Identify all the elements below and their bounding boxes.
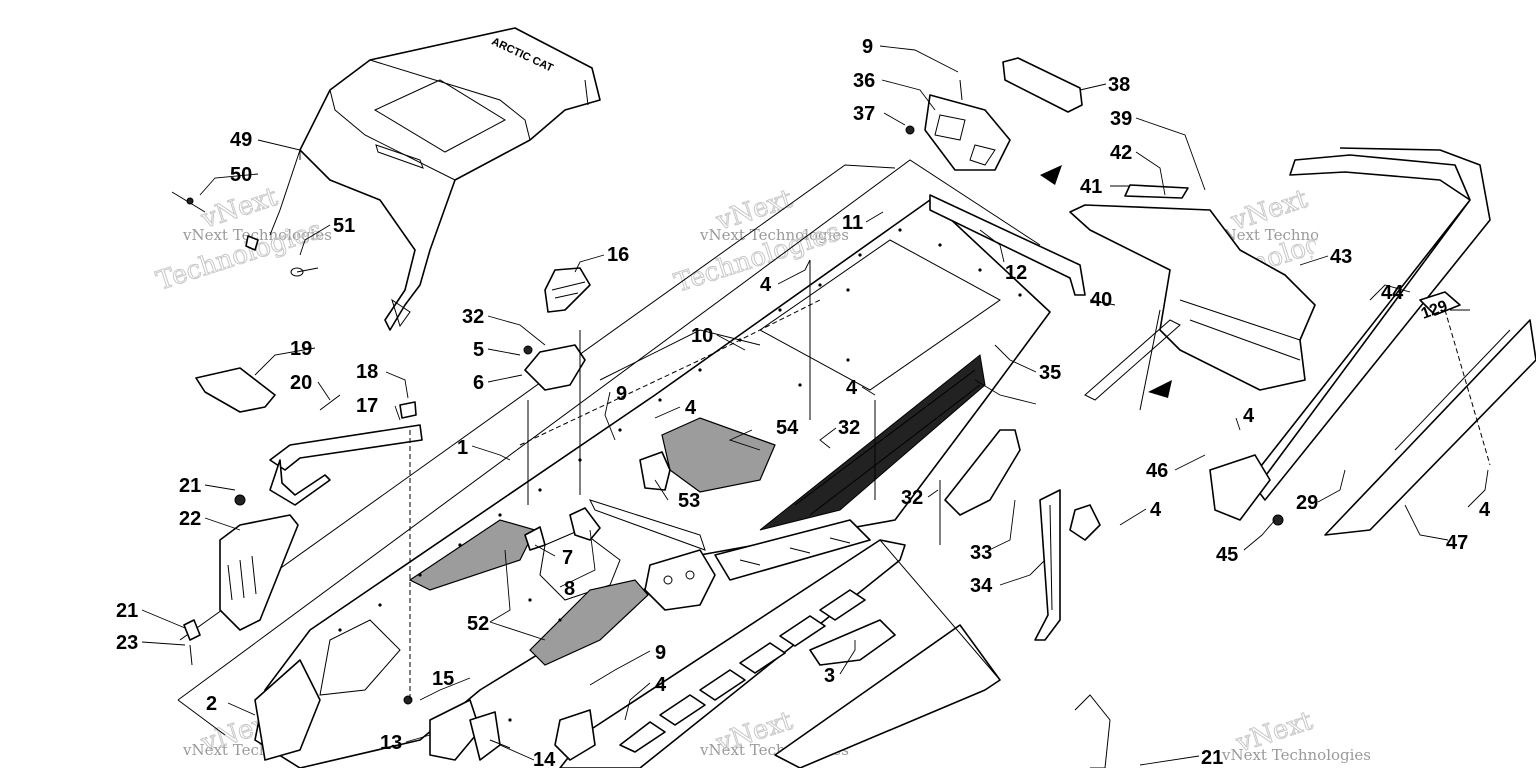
callout-17: 17 [356,395,378,417]
callout-39: 39 [1110,108,1132,130]
callout-9: 9 [616,383,627,405]
callout-38: 38 [1108,74,1130,96]
callout-6: 6 [473,372,484,394]
callout-43: 44 [1381,282,1404,304]
callout-4: 4 [685,397,697,419]
callout-labels: 49 50 51 16 19 20 18 17 21 22 21 23 32 5… [116,36,1491,768]
callout-52: 54 [776,417,799,439]
callout-50: 52 [467,613,489,635]
callout-4: 4 [655,674,667,696]
callout-44: 45 [1216,544,1238,566]
callout-22: 22 [179,508,201,530]
callout-9: 9 [655,642,666,664]
callout-41: 42 [1110,142,1132,164]
watermark-brand: vNext Technologies [182,226,332,244]
callout-32: 32 [901,487,923,509]
callout-33: 33 [970,542,992,564]
callout-18: 18 [356,361,378,383]
callout-21: 21 [179,475,201,497]
left-bracket-parts [183,367,423,666]
lower-left-brackets [254,659,596,761]
callout-1: 1 [457,437,468,459]
callout-20: 20 [290,372,312,394]
callout-23: 23 [116,632,138,654]
watermark-brand: vNext Technologies [1221,746,1371,764]
callout-4: 4 [760,274,772,296]
callout-46: 47 [1446,532,1468,554]
callout-5: 5 [473,339,484,361]
callout-34: 34 [970,575,993,597]
callout-48: 50 [230,164,252,186]
callout-7: 7 [562,547,573,569]
callout-2: 2 [206,693,217,715]
callout-15: 15 [432,668,454,690]
callout-4: 4 [1150,499,1162,521]
callout-42: 43 [1330,246,1352,268]
callout-13: 13 [380,732,402,754]
callout-4: 4 [846,377,858,399]
callout-3: 3 [824,665,835,687]
callout-4: 4 [1243,405,1255,427]
tail-light-parts [905,57,1083,171]
watermark-brand: vNext Technologies [699,226,849,244]
callout-47: 49 [230,129,252,151]
callout-11: 11 [842,212,863,234]
callout-36: 36 [853,70,875,92]
callout-32: 32 [838,417,860,439]
callout-21: 21 [1201,747,1223,768]
callout-29: 29 [1296,492,1318,514]
seat-part: ARCTIC CAT [269,27,601,331]
rear-grab-bar: 129 [1249,147,1491,501]
callout-14: 14 [533,749,556,768]
center-small-parts [523,267,671,551]
seat-hardware [171,191,319,277]
callout-39: 40 [1090,289,1112,311]
callout-8: 8 [564,578,575,600]
right-rails [1074,319,1536,768]
callout-10: 10 [691,325,713,347]
callout-40: 41 [1080,176,1102,198]
callout-35: 35 [1039,362,1061,384]
callout-32: 32 [462,306,484,328]
leader-lines [141,45,1491,766]
callout-21: 21 [116,600,138,622]
callout-9: 9 [862,36,873,58]
callout-45: 46 [1146,460,1168,482]
callout-51: 53 [678,490,700,512]
callout-19: 19 [290,338,312,360]
flap-brackets [944,429,1101,641]
callout-49: 51 [333,215,355,237]
snow-flap [1069,184,1316,401]
chassis-outline [177,159,1041,736]
direction-triangles [1040,165,1172,398]
callout-4: 4 [1479,499,1491,521]
callout-37: 37 [853,103,875,125]
callout-16: 16 [607,244,629,266]
running-board [559,539,1001,768]
callout-12: 12 [1005,262,1027,284]
